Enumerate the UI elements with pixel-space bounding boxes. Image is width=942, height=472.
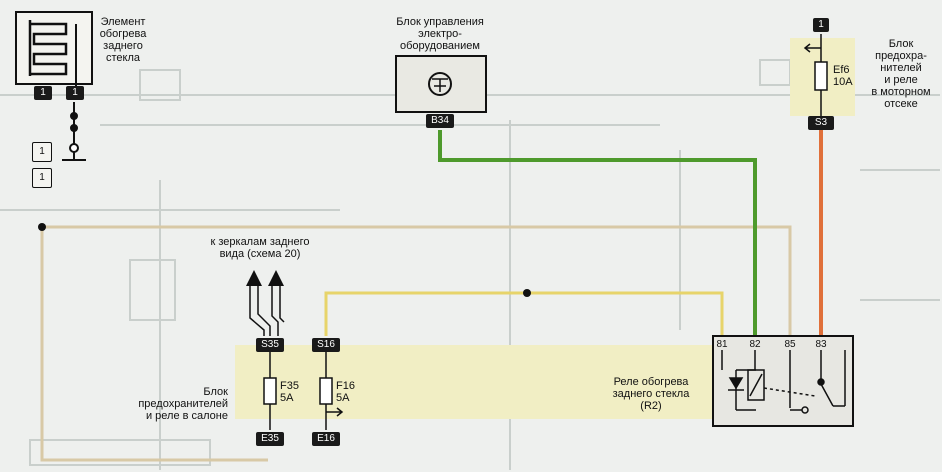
ecu-pin: В34 <box>426 114 454 128</box>
mirrors-label: к зеркалам заднего вида (схема 20) <box>210 236 310 260</box>
ground-connector-top: 1 <box>32 142 52 162</box>
cabin-fuse-box-shade <box>235 345 715 419</box>
heater-coil-icon <box>28 20 68 76</box>
relay-internals <box>721 350 846 414</box>
relay-pin-83: 83 <box>815 339 827 350</box>
junction-yellow <box>523 289 531 297</box>
fuse-f16-out: E16 <box>312 432 340 446</box>
fuse-f35 <box>263 377 277 405</box>
ground-connector-bottom: 1 <box>32 168 52 188</box>
fuse-f16-in: S16 <box>312 338 340 352</box>
fuse-ef6 <box>814 61 828 91</box>
fuse-f35-out: E35 <box>256 432 284 446</box>
fuse-f35-label: F35 5A <box>280 380 299 404</box>
wire-beige-s3 <box>40 227 268 462</box>
engine-fuse-box-label: Блок предохра- нителей и реле в моторном… <box>871 38 931 110</box>
engine-box-arrow-icon <box>803 43 821 53</box>
fuse-f16-arrow-icon <box>326 407 344 417</box>
ecu-box <box>395 55 487 113</box>
relay-pin-85: 85 <box>784 339 796 350</box>
wire-beige-85 <box>42 225 792 336</box>
relay-label: Реле обогрева заднего стекла (R2) <box>612 376 690 412</box>
engine-fuse-label: Ef6 10A <box>833 64 853 88</box>
heater-pin-left: 1 <box>34 86 52 100</box>
engine-box-pin-top: 1 <box>813 18 829 32</box>
heater-label: Элемент обогрева заднего стекла <box>99 16 147 64</box>
fuse-f16 <box>319 377 333 405</box>
mirror-arrows-icon <box>246 270 285 336</box>
fuse-f16-label: F16 5A <box>336 380 355 404</box>
junction-beige <box>38 223 46 231</box>
ecu-label: Блок управления электро- оборудованием <box>396 16 484 52</box>
ecu-symbol-icon <box>428 72 452 96</box>
wire-green <box>438 130 757 336</box>
heater-ground-stub <box>62 102 86 161</box>
wire-yellow <box>324 291 724 336</box>
cabin-fuse-box-label: Блок предохранителей и реле в салоне <box>138 386 228 422</box>
heater-pin-right: 1 <box>66 86 84 100</box>
fuse-f35-in: S35 <box>256 338 284 352</box>
engine-box-pin-bottom: S3 <box>808 116 834 130</box>
relay-pin-82: 82 <box>749 339 761 350</box>
relay-pin-81: 81 <box>716 339 728 350</box>
